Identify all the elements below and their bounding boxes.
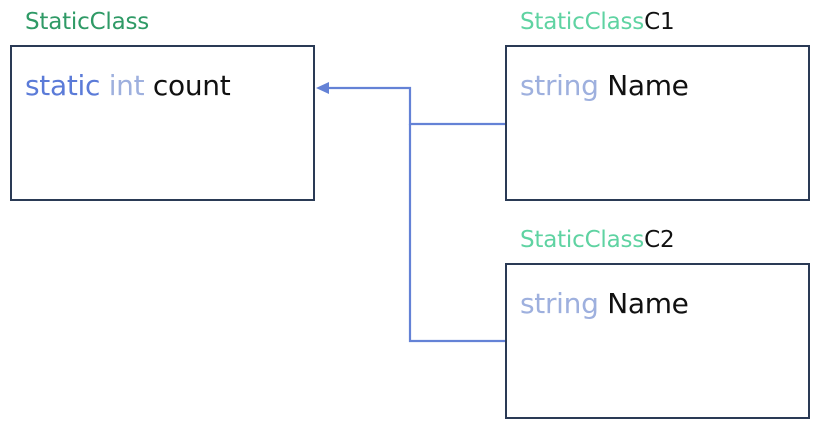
- instance-c2-field-name: Name: [607, 287, 689, 320]
- static-field: static int count: [25, 69, 231, 102]
- connector-c1: [327, 86, 505, 126]
- instance-c1-title: StaticClassC1: [520, 9, 675, 35]
- static-modifier: static: [25, 69, 101, 102]
- instance-c2-class-name: StaticClass: [520, 227, 645, 253]
- static-class-box: static int count: [10, 45, 315, 201]
- instance-c2-name: C2: [644, 227, 675, 253]
- static-field-name: count: [152, 69, 231, 102]
- connector-c2: [408, 124, 505, 343]
- instance-c1-field-name: Name: [607, 69, 689, 102]
- arrowhead-icon: [316, 82, 329, 94]
- instance-c1-box: string Name: [505, 45, 810, 201]
- static-class-title: StaticClass: [25, 9, 150, 35]
- instance-c1-field-type: string: [520, 69, 599, 102]
- instance-c2-field-type: string: [520, 287, 599, 320]
- instance-c1-field: string Name: [520, 72, 689, 100]
- instance-c1-name: C1: [644, 9, 675, 35]
- instance-c1-class-name: StaticClass: [520, 9, 645, 35]
- instance-c2-title: StaticClassC2: [520, 227, 675, 253]
- instance-c2-field: string Name: [520, 290, 689, 318]
- instance-c2-box: string Name: [505, 263, 810, 419]
- static-field-type: int: [108, 69, 145, 102]
